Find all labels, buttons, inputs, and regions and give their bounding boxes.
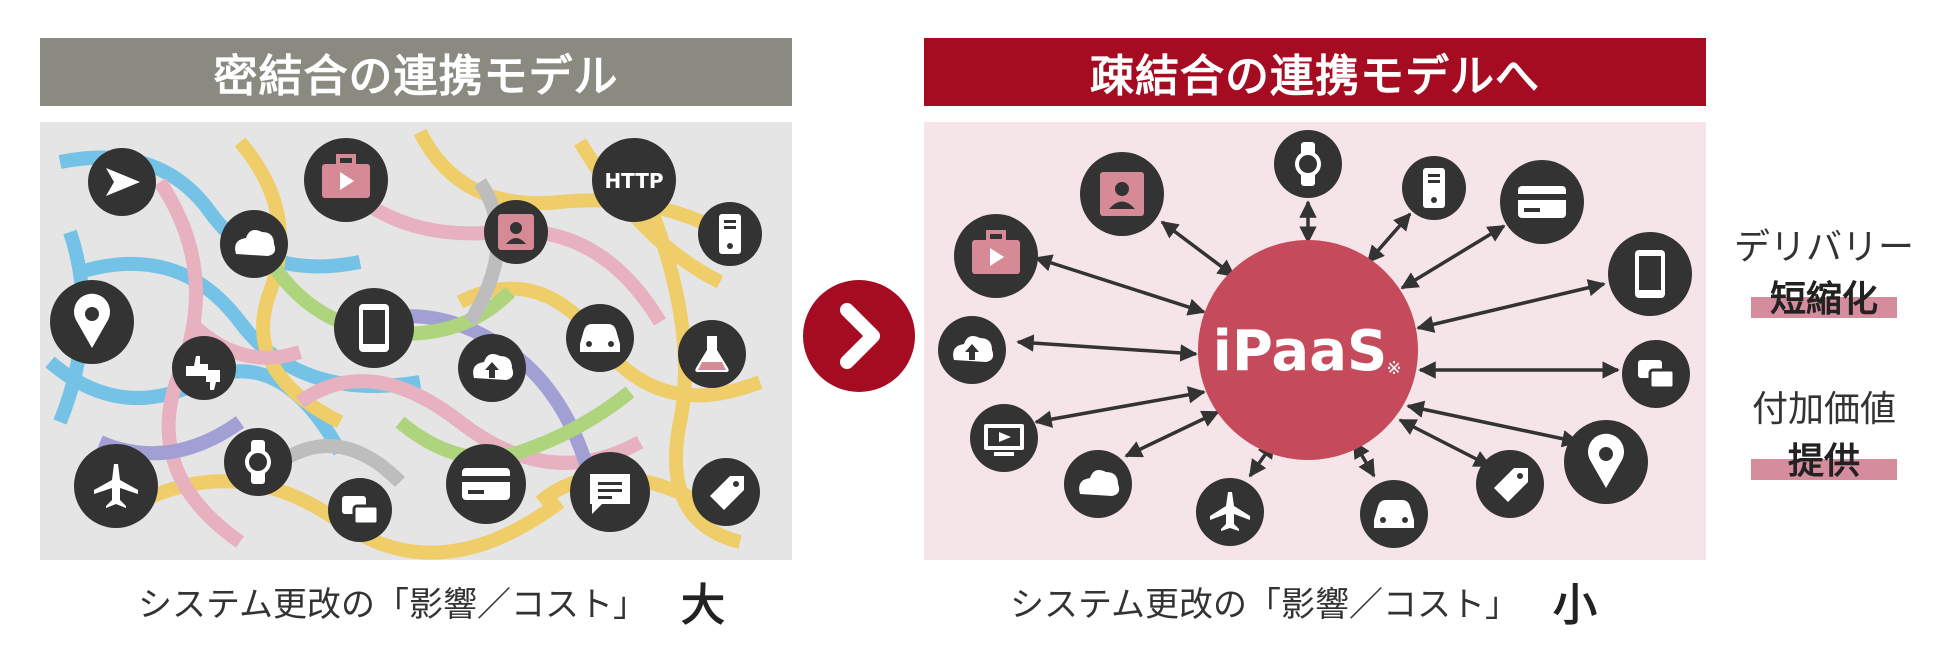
hub-diagram: iPaaS ※ xyxy=(938,130,1692,548)
briefcase-video-icon xyxy=(304,138,388,222)
chat-icon xyxy=(328,478,392,542)
left-title-banner: 密結合の連携モデル xyxy=(40,38,792,106)
hub-label: iPaaS xyxy=(1213,319,1388,384)
flask-icon xyxy=(678,320,746,388)
http-icon: HTTP xyxy=(592,138,676,222)
thumbs-icon xyxy=(172,336,236,400)
tight-coupling-diagram: HTTP xyxy=(45,128,763,560)
benefit-highlight: 短縮化 xyxy=(1751,270,1897,322)
tag-icon xyxy=(692,458,760,526)
chevron-right-icon xyxy=(840,303,880,369)
right-title: 疎結合の連携モデルへ xyxy=(1090,51,1540,102)
cloud-upload-icon xyxy=(458,334,526,402)
car-icon xyxy=(566,304,634,372)
cloud-icon xyxy=(1064,450,1132,518)
left-title: 密結合の連携モデル xyxy=(213,51,619,102)
cloud-icon xyxy=(220,210,288,278)
smartphone-icon xyxy=(1608,232,1692,316)
smartwatch-icon xyxy=(1274,130,1342,198)
tight-coupling-panel: HTTP xyxy=(40,122,792,560)
credit-card-icon xyxy=(446,444,526,524)
smartphone-icon xyxy=(334,288,414,368)
transition-arrow xyxy=(803,280,915,392)
send-icon xyxy=(88,148,156,216)
right-caption-level: 小 xyxy=(1552,580,1597,631)
loose-coupling-panel: iPaaS ※ xyxy=(924,122,1706,560)
airplane-icon xyxy=(1196,478,1264,546)
message-icon xyxy=(570,452,650,532)
benefit-title: デリバリー xyxy=(1733,227,1914,268)
left-caption: システム更改の「影響／コスト」 大 xyxy=(138,570,725,632)
smartwatch-icon xyxy=(224,428,292,496)
ipaas-hub: iPaaS ※ xyxy=(1198,240,1418,460)
benefit-value: 付加価値 提供 xyxy=(1714,380,1934,484)
right-title-banner: 疎結合の連携モデルへ xyxy=(924,38,1706,106)
left-caption-text: システム更改の「影響／コスト」 xyxy=(138,584,647,625)
location-pin-icon xyxy=(1564,420,1648,504)
contact-card-icon xyxy=(484,200,548,264)
car-icon xyxy=(1360,480,1428,548)
benefit-title: 付加価値 xyxy=(1751,389,1896,430)
cloud-upload-icon xyxy=(938,316,1006,384)
right-caption: システム更改の「影響／コスト」 小 xyxy=(1010,570,1597,632)
http-label: HTTP xyxy=(604,169,663,193)
mobile-device-icon xyxy=(698,202,762,266)
chat-icon xyxy=(1622,340,1690,408)
tag-icon xyxy=(1476,450,1544,518)
mobile-device-icon xyxy=(1402,156,1466,220)
left-caption-level: 大 xyxy=(680,580,725,631)
hub-mark: ※ xyxy=(1386,358,1401,379)
right-caption-text: システム更改の「影響／コスト」 xyxy=(1010,584,1519,625)
benefit-highlight: 提供 xyxy=(1751,432,1897,484)
contact-card-icon xyxy=(1080,152,1164,236)
credit-card-icon xyxy=(1500,160,1584,244)
briefcase-video-icon xyxy=(954,214,1038,298)
tv-icon xyxy=(970,404,1038,472)
benefit-delivery: デリバリー 短縮化 xyxy=(1714,218,1934,322)
airplane-icon xyxy=(74,444,158,528)
location-pin-icon xyxy=(50,280,134,364)
